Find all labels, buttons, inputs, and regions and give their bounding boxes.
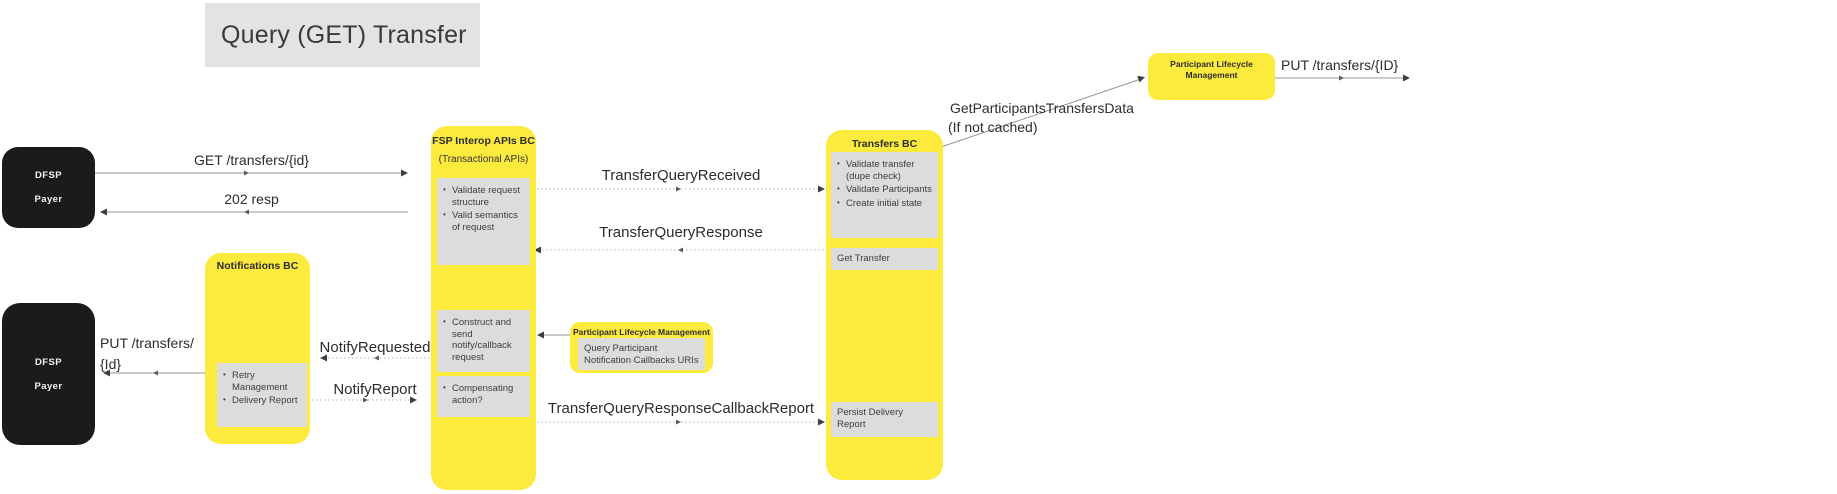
arrowhead — [1137, 75, 1145, 83]
message-callback-report: TransferQueryResponseCallbackReport — [547, 400, 815, 417]
actor-dfsp-payer-top: DFSP Payer — [2, 147, 95, 228]
task-list: Validate request structure Valid semanti… — [437, 178, 530, 241]
task-line: Get Transfer — [837, 253, 890, 264]
connector-get-participants — [937, 78, 1142, 149]
arrowhead — [100, 208, 107, 216]
task-item: Delivery Report — [223, 395, 303, 407]
arrowhead — [401, 169, 408, 177]
task-item: Create initial state — [837, 198, 934, 210]
task-item: Compensating action? — [443, 383, 526, 406]
task-box-get-transfer: Get Transfer — [831, 248, 938, 270]
bc-notifications: Notifications BC Retry Management Delive… — [205, 253, 310, 444]
bc-title: FSP Interop APIs BC — [432, 135, 535, 147]
task-item: Validate Participants — [837, 184, 934, 196]
message-202-resp: 202 resp — [224, 191, 279, 207]
task-item: Validate request structure — [443, 185, 526, 208]
mid-tick — [244, 170, 249, 176]
message-notify-requested: NotifyRequested — [319, 339, 431, 356]
mid-tick — [374, 355, 379, 361]
mid-tick — [676, 186, 681, 192]
message-transfer-query-response: TransferQueryResponse — [599, 224, 763, 241]
task-item: Validate transfer (dupe check) — [837, 159, 934, 182]
mid-tick — [363, 397, 368, 403]
bc-title-line: Participant Lifecycle — [1170, 59, 1253, 69]
mid-tick — [678, 247, 683, 253]
bc-participant-lifecycle-query: Participant Lifecycle Management Query P… — [570, 322, 713, 373]
bc-title: Participant Lifecycle Management — [1148, 59, 1275, 80]
message-if-not-cached: (If not cached) — [948, 119, 1038, 135]
bc-subtitle: (Transactional APIs) — [438, 154, 529, 165]
mid-tick — [676, 419, 681, 425]
actor-label: DFSP — [35, 170, 62, 181]
message-transfer-query-received: TransferQueryReceived — [601, 167, 761, 184]
mid-ticks — [153, 75, 1344, 425]
task-box-validate-transfer: Validate transfer (dupe check) Validate … — [831, 152, 938, 238]
page-title: Query (GET) Transfer — [205, 3, 480, 67]
arrowhead — [818, 418, 825, 426]
bc-participant-lifecycle-top: Participant Lifecycle Management — [1148, 53, 1275, 100]
task-list: Compensating action? — [437, 376, 530, 414]
arrowhead — [534, 246, 541, 254]
task-item: Construct and send notify/callback reque… — [443, 317, 526, 363]
arrowhead — [1403, 74, 1410, 82]
bc-title: Participant Lifecycle Management — [573, 327, 710, 337]
message-notify-report: NotifyReport — [333, 381, 417, 398]
arrowhead — [818, 185, 825, 193]
mid-tick — [153, 370, 158, 376]
task-line: Query Participant — [584, 343, 658, 354]
task-box-compensating-action: Compensating action? — [437, 376, 530, 417]
task-list: Retry Management Delivery Report — [217, 363, 307, 415]
bc-fsp-interop-apis: FSP Interop APIs BC (Transactional APIs)… — [431, 126, 536, 490]
task-box-persist-delivery-report: Persist Delivery Report — [831, 402, 938, 437]
task-line: Notification Callbacks URIs — [584, 354, 699, 366]
arrowhead — [410, 396, 417, 404]
bc-title: Transfers BC — [851, 138, 918, 150]
task-box-validate-request: Validate request structure Valid semanti… — [437, 178, 530, 265]
message-get-transfers: GET /transfers/{id} — [194, 152, 309, 168]
bc-title: Notifications BC — [216, 260, 299, 272]
message-line: PUT /transfers/ — [100, 335, 194, 351]
arrowhead — [103, 369, 110, 377]
actor-label: Payer — [34, 194, 63, 205]
task-item: Retry Management — [223, 370, 303, 393]
arrowhead — [320, 354, 327, 362]
page-title-text: Query (GET) Transfer — [221, 20, 467, 49]
message-get-participants: GetParticipantsTransfersData — [950, 100, 1134, 116]
task-list: Validate transfer (dupe check) Validate … — [831, 152, 938, 217]
message-put-transfers-id: PUT /transfers/ {Id} — [100, 333, 194, 375]
arrowhead — [537, 331, 544, 339]
task-list: Construct and send notify/callback reque… — [437, 310, 530, 371]
mid-tick — [244, 209, 249, 215]
task-box-notifications: Retry Management Delivery Report — [217, 363, 307, 427]
actor-dfsp-payer-bottom: DFSP Payer — [2, 303, 95, 445]
message-put-transfers-ID: PUT /transfers/{ID} — [1281, 57, 1399, 73]
actor-label: Payer — [34, 380, 63, 392]
task-item: Valid semantics of request — [443, 210, 526, 233]
task-box-construct-notify: Construct and send notify/callback reque… — [437, 310, 530, 372]
bc-transfers: Transfers BC Validate transfer (dupe che… — [826, 130, 943, 480]
task-box-query-participant: Query Participant Notification Callbacks… — [578, 338, 705, 370]
actor-label: DFSP — [35, 356, 62, 368]
task-line: Persist Delivery Report — [837, 407, 903, 430]
message-line: {Id} — [100, 356, 122, 372]
bc-title-line: Management — [1185, 69, 1238, 80]
mid-tick — [1339, 75, 1344, 81]
